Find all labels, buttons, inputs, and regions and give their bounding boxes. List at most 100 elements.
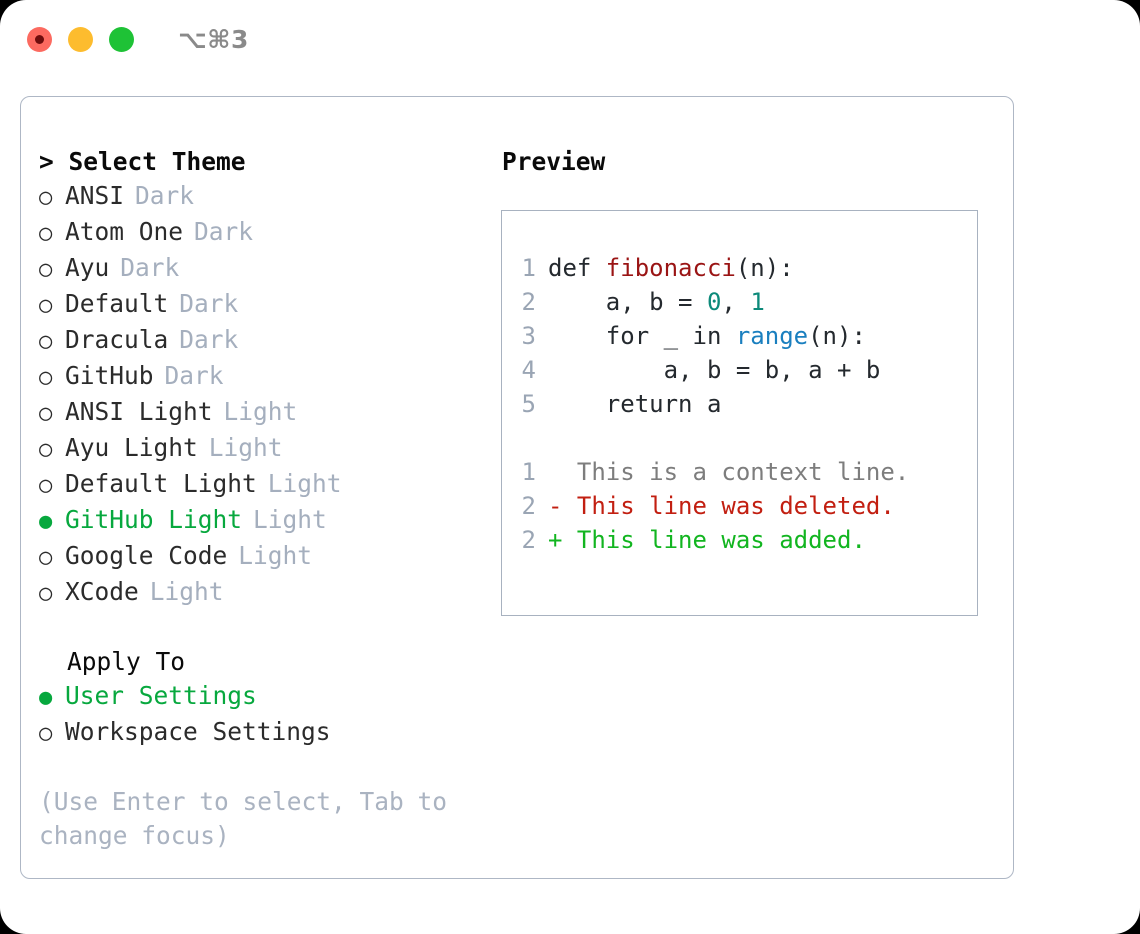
radio-unselected-icon[interactable]: ○: [39, 401, 53, 426]
code-token: fibonacci: [605, 254, 736, 282]
preview-gap: [520, 421, 977, 455]
radio-unselected-icon[interactable]: ○: [39, 293, 53, 318]
diff-line-text: This is a context line.: [576, 458, 910, 486]
code-line-number: 5: [521, 390, 536, 418]
theme-list-item[interactable]: ○ Ayu Light Light: [39, 431, 501, 467]
code-token: 0: [706, 288, 722, 316]
select-theme-header: > Select Theme: [39, 147, 246, 176]
theme-name-label: Default Light: [65, 469, 257, 498]
radio-unselected-icon[interactable]: ○: [39, 221, 53, 246]
minimize-window-icon[interactable]: [68, 26, 93, 52]
code-line-content: def fibonacci(n):: [548, 251, 794, 285]
apply-to-list: ●User Settings ○ Workspace Settings: [39, 679, 501, 751]
theme-list-item[interactable]: ○ Dracula Dark: [39, 323, 501, 359]
theme-list-item[interactable]: ● GitHub Light Light: [39, 503, 501, 539]
code-line: 4 a, b = b, a + b: [520, 353, 977, 387]
theme-variant-tag: Light: [267, 469, 342, 498]
radio-unselected-icon[interactable]: ○: [39, 185, 53, 210]
theme-variant-tag: Dark: [179, 289, 239, 318]
maximize-window-icon[interactable]: [109, 26, 134, 52]
code-token: 1: [750, 288, 765, 316]
code-token: (n):: [735, 254, 794, 282]
code-line-content: a, b = 0, 1: [548, 285, 765, 319]
radio-unselected-icon[interactable]: ○: [39, 473, 53, 498]
theme-list-item[interactable]: ○ Default Light Light: [39, 467, 501, 503]
traffic-lights: [27, 26, 134, 52]
theme-list-item[interactable]: ○ ANSI Dark: [39, 179, 501, 215]
apply-to-label: Workspace Settings: [65, 717, 331, 746]
hint-spacer: [39, 751, 501, 785]
diff-marker-gap: [562, 489, 576, 523]
code-token: ,: [721, 288, 751, 316]
radio-unselected-icon[interactable]: ○: [39, 581, 53, 606]
code-line: 5 return a: [520, 387, 977, 421]
theme-variant-tag: Light: [238, 541, 313, 570]
theme-name-label: Ayu Light: [65, 433, 198, 462]
radio-unselected-icon[interactable]: ○: [39, 721, 53, 746]
radio-unselected-icon[interactable]: ○: [39, 365, 53, 390]
theme-name-label: GitHub Light: [65, 505, 243, 534]
theme-list-item[interactable]: ○ GitHub Dark: [39, 359, 501, 395]
theme-list-item[interactable]: ○ XCode Light: [39, 575, 501, 611]
radio-unselected-icon[interactable]: ○: [39, 329, 53, 354]
theme-variant-tag: Dark: [179, 325, 239, 354]
theme-variant-tag: Light: [208, 433, 283, 462]
code-line-number: 2: [521, 288, 536, 316]
diff-marker: [548, 455, 562, 489]
diff-marker: +: [548, 526, 563, 554]
code-line: 2 a, b = 0, 1: [520, 285, 977, 319]
code-line: 3 for _ in range(n):: [520, 319, 977, 353]
theme-name-label: Atom One: [65, 217, 184, 246]
theme-name-label: ANSI Light: [65, 397, 213, 426]
diff-line-number: 2: [521, 492, 536, 520]
diff-line-number: 2: [521, 526, 536, 554]
code-line-number: 1: [521, 254, 536, 282]
code-line: 1 def fibonacci(n):: [520, 251, 977, 285]
title-bar: ⌥⌘3: [0, 0, 1140, 78]
theme-variant-tag: Dark: [194, 217, 254, 246]
radio-selected-icon[interactable]: ●: [39, 509, 53, 534]
theme-name-label: Dracula: [65, 325, 169, 354]
list-spacer: [39, 611, 501, 645]
diff-line: 1 This is a context line.: [520, 455, 977, 489]
theme-name-label: Ayu: [65, 253, 110, 282]
diff-line: 2 + This line was added.: [520, 523, 977, 557]
radio-selected-icon[interactable]: ●: [39, 685, 53, 710]
theme-name-label: ANSI: [65, 181, 125, 210]
code-token: a, b =: [548, 288, 707, 316]
theme-variant-tag: Light: [149, 577, 224, 606]
code-token: (n):: [808, 322, 866, 350]
apply-to-item[interactable]: ●User Settings: [39, 679, 501, 715]
theme-variant-tag: Dark: [135, 181, 195, 210]
close-window-icon[interactable]: [27, 26, 52, 52]
code-token: return a: [548, 390, 722, 418]
theme-name-label: GitHub: [65, 361, 154, 390]
radio-unselected-icon[interactable]: ○: [39, 545, 53, 570]
theme-variant-tag: Light: [253, 505, 327, 534]
diff-line-number: 1: [521, 458, 536, 486]
theme-name-label: XCode: [65, 577, 139, 606]
code-line-content: for _ in range(n):: [548, 319, 866, 353]
keyboard-shortcut-label: ⌥⌘3: [178, 24, 249, 54]
diff-line-text: This line was deleted.: [576, 492, 895, 520]
code-token: range: [735, 322, 809, 350]
theme-list-item[interactable]: ○ Atom One Dark: [39, 215, 501, 251]
radio-unselected-icon[interactable]: ○: [39, 437, 53, 462]
code-token: a, b = b, a + b: [548, 356, 881, 384]
radio-unselected-icon[interactable]: ○: [39, 257, 53, 282]
theme-variant-tag: Dark: [164, 361, 224, 390]
diff-sample: 1 This is a context line.2- This line wa…: [520, 455, 977, 557]
diff-line-text: This line was added.: [576, 526, 866, 554]
diff-line: 2- This line was deleted.: [520, 489, 977, 523]
apply-to-item[interactable]: ○ Workspace Settings: [39, 715, 501, 751]
